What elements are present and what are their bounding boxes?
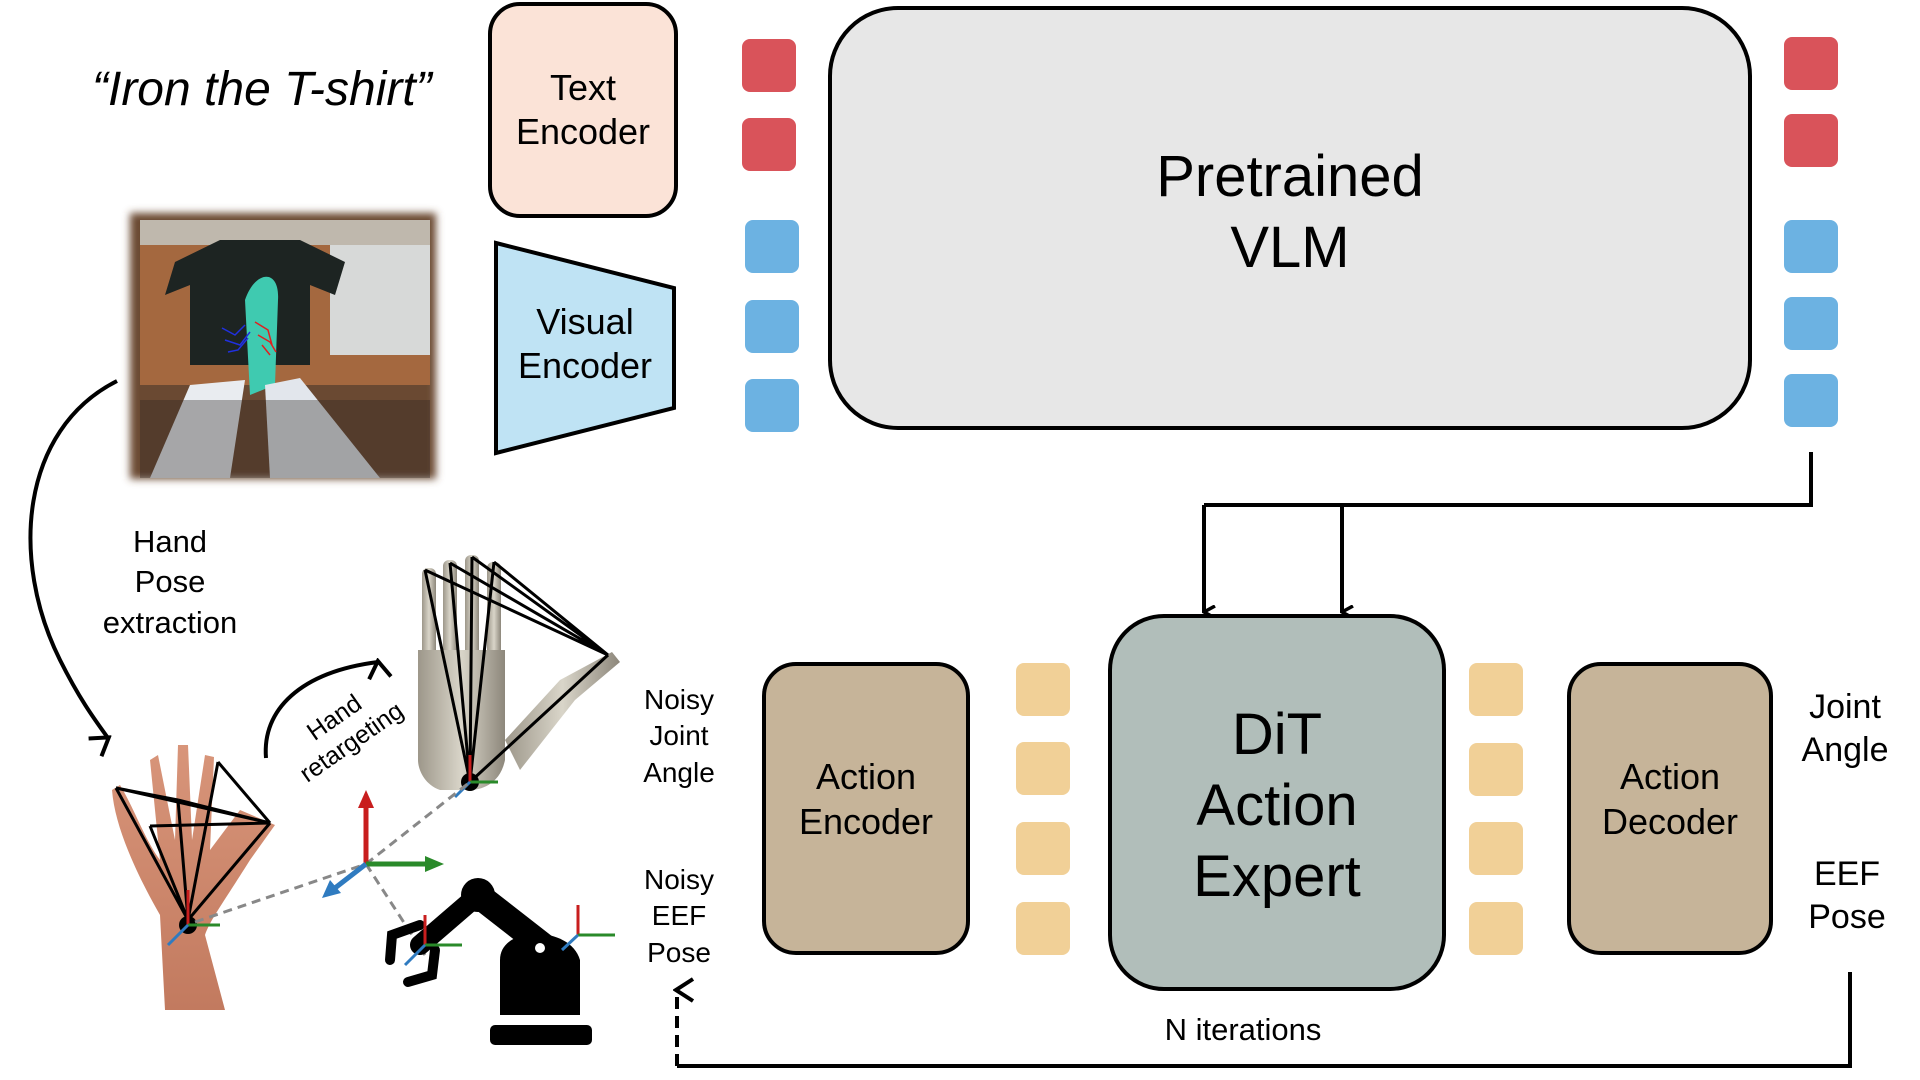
output-joint-angle-line1: Joint	[1809, 688, 1881, 726]
action-encoder-line1: Action	[815, 755, 917, 797]
visual-encoder-label-line2: Encoder	[517, 344, 653, 386]
noisy-joint-angle-line2: Joint	[649, 720, 709, 752]
action-decoder-line2: Decoder	[1601, 800, 1739, 842]
vlm-to-dit-connector	[1204, 452, 1813, 507]
visual-encoder-label-line1: Visual	[536, 301, 634, 342]
action-token	[1469, 663, 1523, 716]
feedback-loop-line	[677, 972, 1852, 1068]
noisy-joint-angle-label: Noisy Joint Angle	[632, 682, 726, 791]
world-coordinate-frame	[194, 780, 471, 956]
noisy-joint-angle-line3: Angle	[643, 756, 715, 788]
text-token	[742, 118, 796, 171]
pretrained-vlm-box: Pretrained VLM	[828, 6, 1752, 430]
output-eef-pose-label: EEF Pose	[1792, 853, 1902, 938]
visual-encoder-shape	[494, 240, 676, 456]
visual-token	[745, 300, 799, 353]
text-token	[742, 39, 796, 92]
instruction-text: “Iron the T-shirt”	[92, 63, 432, 116]
vlm-label-line1: Pretrained	[1156, 144, 1424, 210]
human-hand-illustration	[112, 745, 275, 1010]
noisy-eef-pose-line1: Noisy	[643, 864, 714, 895]
action-encoder-line2: Encoder	[798, 800, 934, 842]
output-joint-angle-line2: Angle	[1801, 730, 1889, 769]
hand-pose-extraction-arrow	[28, 379, 118, 738]
action-decoder-line1: Action	[1619, 755, 1721, 797]
action-decoder-box: Action Decoder	[1567, 662, 1773, 955]
dit-label-line2: Action	[1196, 773, 1358, 839]
n-iterations-label: N iterations	[1164, 1012, 1322, 1047]
visual-token	[745, 220, 799, 273]
text-token	[1784, 114, 1838, 167]
hand-pose-extraction-line3: extraction	[102, 604, 238, 640]
ironing-photo	[130, 213, 436, 479]
text-token	[1784, 37, 1838, 90]
output-eef-pose-line2: Pose	[1808, 897, 1886, 936]
action-token	[1469, 822, 1523, 875]
action-token	[1016, 822, 1070, 875]
noisy-eef-pose-label: Noisy EEF Pose	[632, 862, 726, 971]
hand-pose-extraction-line1: Hand	[132, 524, 208, 559]
visual-encoder-label: Visual Encoder	[496, 300, 674, 388]
noisy-eef-pose-line2: EEF	[651, 900, 707, 932]
vlm-label-line2: VLM	[1230, 215, 1350, 280]
hand-pose-extraction-line2: Pose	[134, 564, 206, 600]
dit-action-expert-box: DiT Action Expert	[1108, 614, 1446, 991]
text-encoder-label-line2: Encoder	[515, 111, 651, 152]
output-eef-pose-line1: EEF	[1813, 855, 1881, 893]
visual-token	[1784, 374, 1838, 427]
visual-token	[1784, 297, 1838, 350]
noisy-eef-pose-line3: Pose	[647, 936, 711, 968]
action-token	[1016, 663, 1070, 716]
hand-retargeting-arrow	[263, 662, 378, 759]
robot-arm-illustration	[385, 878, 615, 1045]
hand-pose-extraction-label: Hand Pose extraction	[70, 522, 270, 643]
action-token	[1469, 902, 1523, 955]
dit-label-line3: Expert	[1193, 843, 1361, 909]
visual-token	[1784, 220, 1838, 273]
noisy-joint-angle-line1: Noisy	[643, 684, 714, 715]
action-token	[1016, 742, 1070, 795]
action-token	[1469, 743, 1523, 796]
text-encoder-label-line1: Text	[549, 67, 617, 109]
visual-token	[745, 379, 799, 432]
robot-hand-illustration	[418, 555, 620, 799]
action-token	[1016, 902, 1070, 955]
action-encoder-box: Action Encoder	[762, 662, 970, 955]
output-joint-angle-label: Joint Angle	[1790, 686, 1900, 771]
dit-label-line1: DiT	[1231, 702, 1323, 768]
text-encoder-box: Text Encoder	[488, 2, 678, 218]
